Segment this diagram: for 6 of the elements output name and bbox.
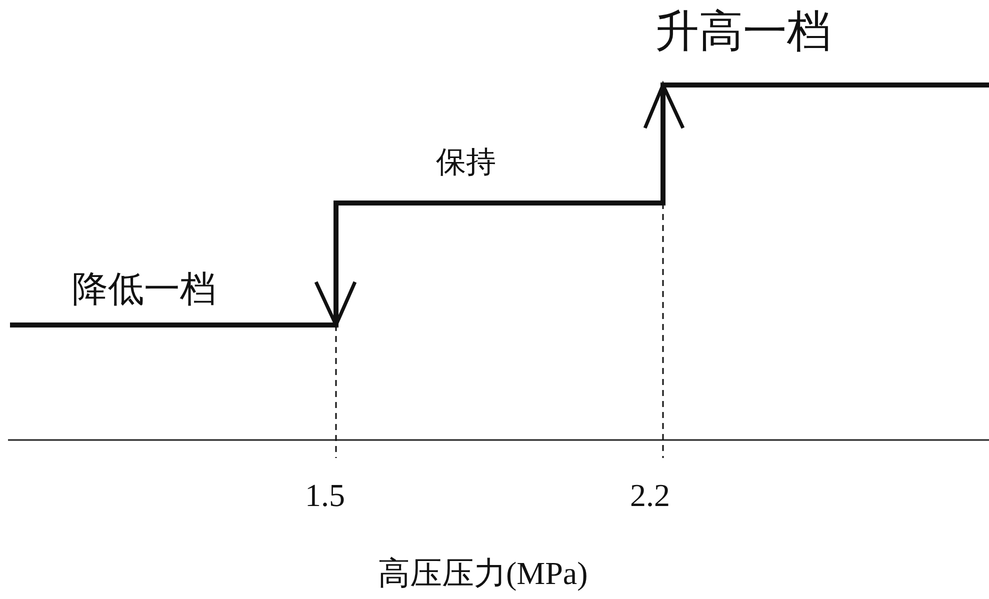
step-label: 升高一档 <box>655 8 831 56</box>
tick-label: 1.5 <box>305 478 345 514</box>
step-label: 降低一档 <box>72 270 216 310</box>
step-label: 保持 <box>436 146 496 179</box>
axis-title: 高压压力(MPa) <box>378 556 588 592</box>
tick-label: 2.2 <box>630 478 670 514</box>
